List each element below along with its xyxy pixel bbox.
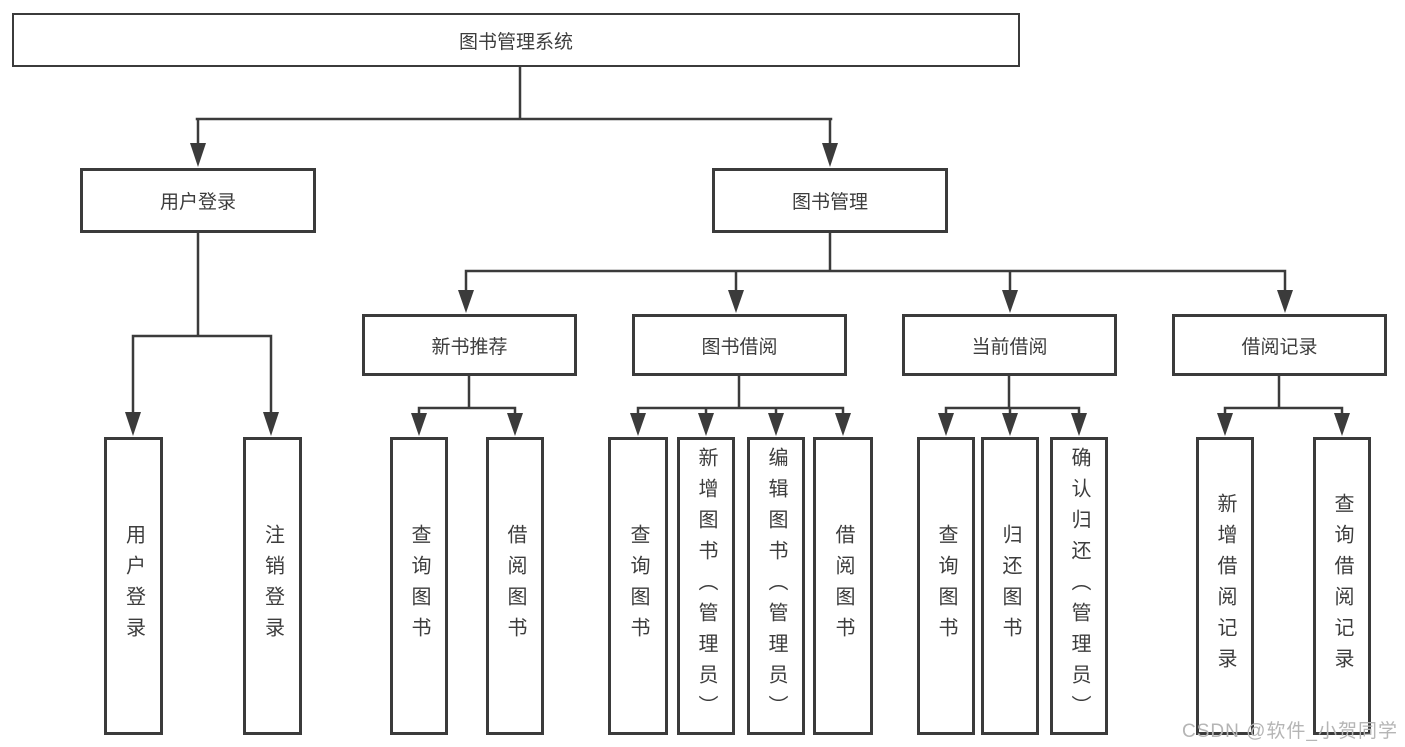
node-book-borrowing: 图书借阅: [632, 314, 847, 376]
leaf-label: 编辑图书（管理员）: [765, 446, 787, 726]
leaf-label: 查询借阅记录: [1331, 493, 1353, 679]
leaf-label: 用户登录: [122, 524, 145, 648]
leaf-query-books-borrowing: 查询图书: [608, 437, 668, 735]
leaf-label: 借阅图书: [832, 524, 854, 648]
leaf-label: 确认归还（管理员）: [1068, 446, 1090, 726]
leaf-label: 归还图书: [999, 524, 1021, 648]
leaf-borrow-books-recommend: 借阅图书: [486, 437, 544, 735]
node-borrowing-records: 借阅记录: [1172, 314, 1387, 376]
leaf-label: 查询图书: [408, 524, 430, 648]
node-label: 当前借阅: [971, 336, 1048, 358]
leaf-borrow-books-borrowing: 借阅图书: [813, 437, 873, 735]
node-label: 新书推荐: [431, 336, 508, 358]
node-label: 图书管理: [791, 192, 868, 213]
leaf-return-books: 归还图书: [981, 437, 1039, 735]
node-library-management-system: 图书管理系统: [12, 13, 1020, 67]
leaf-logout: 注销登录: [243, 437, 302, 735]
node-new-book-recommend: 新书推荐: [362, 314, 577, 376]
leaf-label: 新增图书（管理员）: [695, 446, 717, 726]
leaf-label: 查询图书: [627, 524, 649, 648]
node-label: 图书借阅: [701, 336, 778, 358]
leaf-add-books-admin: 新增图书（管理员）: [677, 437, 735, 735]
csdn-watermark: CSDN @软件_小贺同学: [1182, 721, 1398, 742]
node-current-borrowing: 当前借阅: [902, 314, 1117, 376]
leaf-query-borrow-record: 查询借阅记录: [1313, 437, 1371, 735]
leaf-user-login: 用户登录: [104, 437, 163, 735]
node-book-management: 图书管理: [712, 168, 948, 233]
node-user-login: 用户登录: [80, 168, 316, 233]
node-label: 用户登录: [159, 192, 236, 213]
leaf-query-books-current: 查询图书: [917, 437, 975, 735]
node-label: 图书管理系统: [458, 31, 573, 53]
leaf-label: 查询图书: [935, 524, 957, 648]
leaf-label: 新增借阅记录: [1214, 493, 1236, 679]
leaf-edit-books-admin: 编辑图书（管理员）: [747, 437, 805, 735]
leaf-confirm-return-admin: 确认归还（管理员）: [1050, 437, 1108, 735]
leaf-label: 注销登录: [261, 524, 284, 648]
arrowheads: [125, 143, 1350, 436]
leaf-add-borrow-record: 新增借阅记录: [1196, 437, 1254, 735]
leaf-label: 借阅图书: [504, 524, 526, 648]
node-label: 借阅记录: [1241, 336, 1318, 358]
leaf-query-books-recommend: 查询图书: [390, 437, 448, 735]
